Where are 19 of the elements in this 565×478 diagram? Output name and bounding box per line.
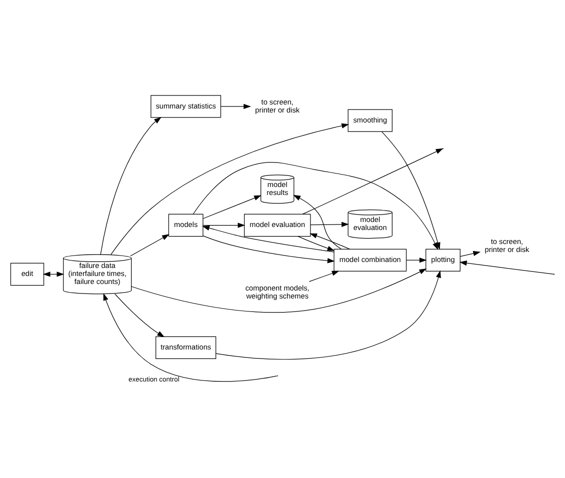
arrow (100, 116, 162, 254)
arrow (220, 103, 251, 109)
arrow (202, 222, 246, 228)
arrow (460, 250, 481, 256)
arrow (202, 235, 335, 263)
arrow (110, 122, 349, 254)
arrow (130, 234, 170, 256)
arrow (114, 293, 165, 337)
arrow (298, 236, 335, 250)
arrow (293, 194, 342, 249)
arrow (202, 194, 262, 218)
arrow (406, 257, 427, 262)
arrow (216, 270, 441, 360)
arrow (310, 221, 349, 226)
arrow (202, 225, 334, 252)
arrow (131, 268, 427, 312)
arrow (308, 270, 340, 282)
arrow (103, 292, 278, 382)
arrow (310, 232, 350, 249)
